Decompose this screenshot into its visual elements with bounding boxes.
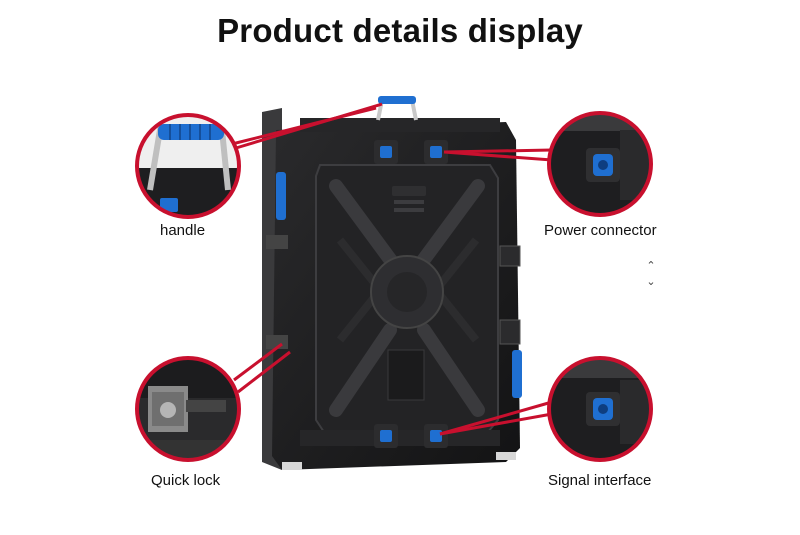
- page-title: Product details display: [217, 12, 583, 49]
- power-connector-zoom-callout: [547, 111, 653, 217]
- scroll-control[interactable]: ⌃ ⌄: [644, 258, 658, 290]
- handle-label: handle: [160, 222, 206, 239]
- signal-interface-label: Signal interface: [548, 472, 652, 489]
- power-connector-label: Power connector: [544, 222, 657, 239]
- chevron-down-icon[interactable]: ⌄: [646, 276, 656, 288]
- chevron-up-icon[interactable]: ⌃: [646, 260, 656, 272]
- bottom-connectors: [374, 424, 448, 448]
- handle-zoom-callout: [135, 113, 241, 219]
- top-connectors: [374, 140, 448, 164]
- callout-lines: [231, 102, 553, 436]
- led-cabinet: [262, 96, 522, 470]
- signal-interface-zoom-callout: [547, 356, 653, 462]
- quick-lock-zoom-callout: [135, 356, 241, 462]
- quick-lock-label: Quick lock: [151, 472, 221, 489]
